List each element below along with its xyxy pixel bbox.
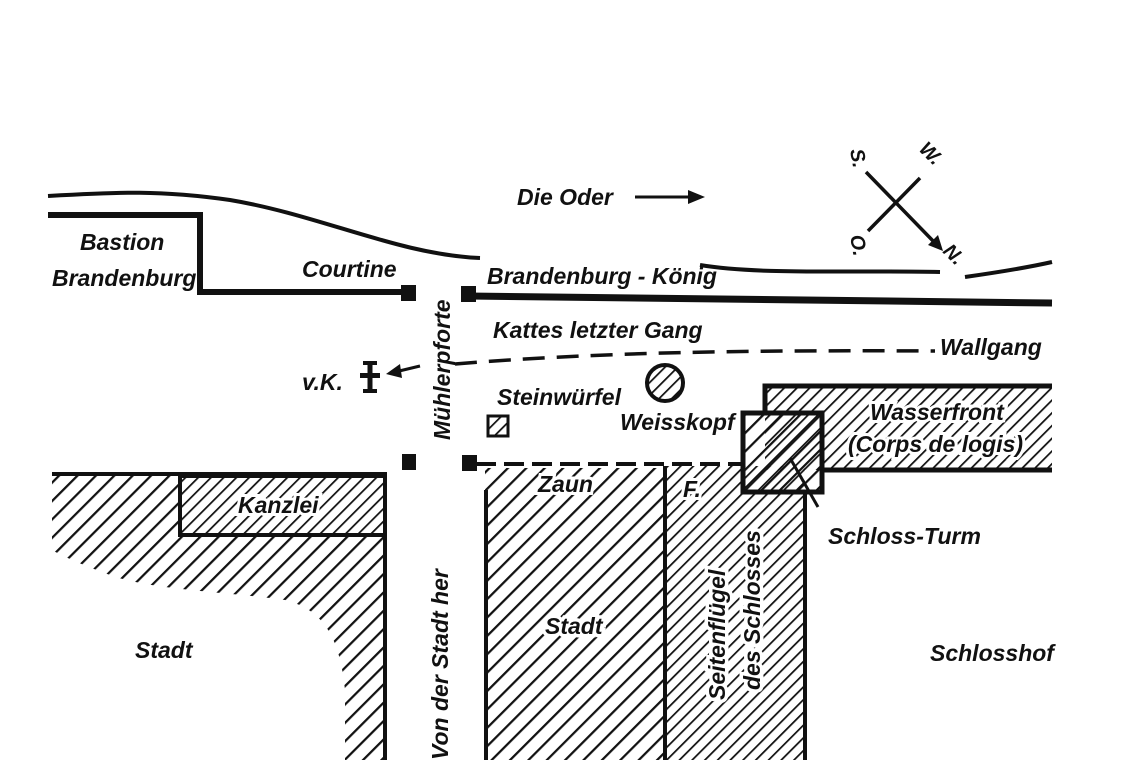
schloss-turm-pointer [788,457,820,508]
gate-post [402,454,416,470]
schloss-turm-tower [740,410,825,495]
kanzlei-label: Kanzlei [238,492,319,518]
stadt-center-block [485,468,665,760]
brandenburg-koenig-label: Brandenburg - König [487,263,717,289]
schlosshof-label: Schlosshof [930,640,1056,666]
stadt-left-label: Stadt [135,637,194,663]
wallgang-label: Wallgang [940,334,1042,360]
compass-south: S. [845,147,870,169]
weisskopf-marker [645,363,685,403]
wasserfront-label: (Corps de logis) [848,431,1023,457]
zaun-label: Zaun [537,471,593,497]
gate-post [461,286,476,302]
river-bank-left [47,190,481,260]
arrow-right-icon [635,190,705,204]
weisskopf-label: Weisskopf [620,409,737,435]
wasserfront-label: Wasserfront [870,399,1005,425]
arrow-left-icon [386,364,421,378]
f-label: F. [683,476,701,502]
brandenburg-koenig-wall [467,292,1053,307]
von-der-stadt-her-label: Von der Stadt her [427,568,453,760]
gate-post [462,455,477,471]
kattes-letzter-gang-label: Kattes letzter Gang [493,317,703,343]
river-bank-right [699,260,1053,279]
vk-label: v.K. [302,369,343,395]
compass-east: O. [845,233,870,258]
seitenfluegel-label: des Schlosses [739,530,765,690]
kattes-last-path [454,349,936,366]
stadt-center-label: Stadt [545,613,604,639]
steinwuerfel-label: Steinwürfel [497,384,622,410]
schloss-turm-label: Schloss-Turm [828,523,981,549]
kanzlei-hatch [178,474,387,537]
stadt-left-block [52,474,385,760]
gate-post [401,285,416,301]
bastion-wall [48,212,405,295]
wasserfront-border [762,383,1052,413]
bastion-label: Bastion [80,229,164,255]
bastion-label: Brandenburg [52,265,196,291]
seitenfluegel-label: Seitenflügel [704,569,730,700]
muehlerpforte-label: Mühlerpforte [429,299,455,440]
seitenfluegel-block [665,466,805,760]
courtine-label: Courtine [302,256,397,282]
steinwuerfel-marker [486,414,510,438]
grave-cross-icon [360,361,380,393]
river-label: Die Oder [517,184,614,210]
